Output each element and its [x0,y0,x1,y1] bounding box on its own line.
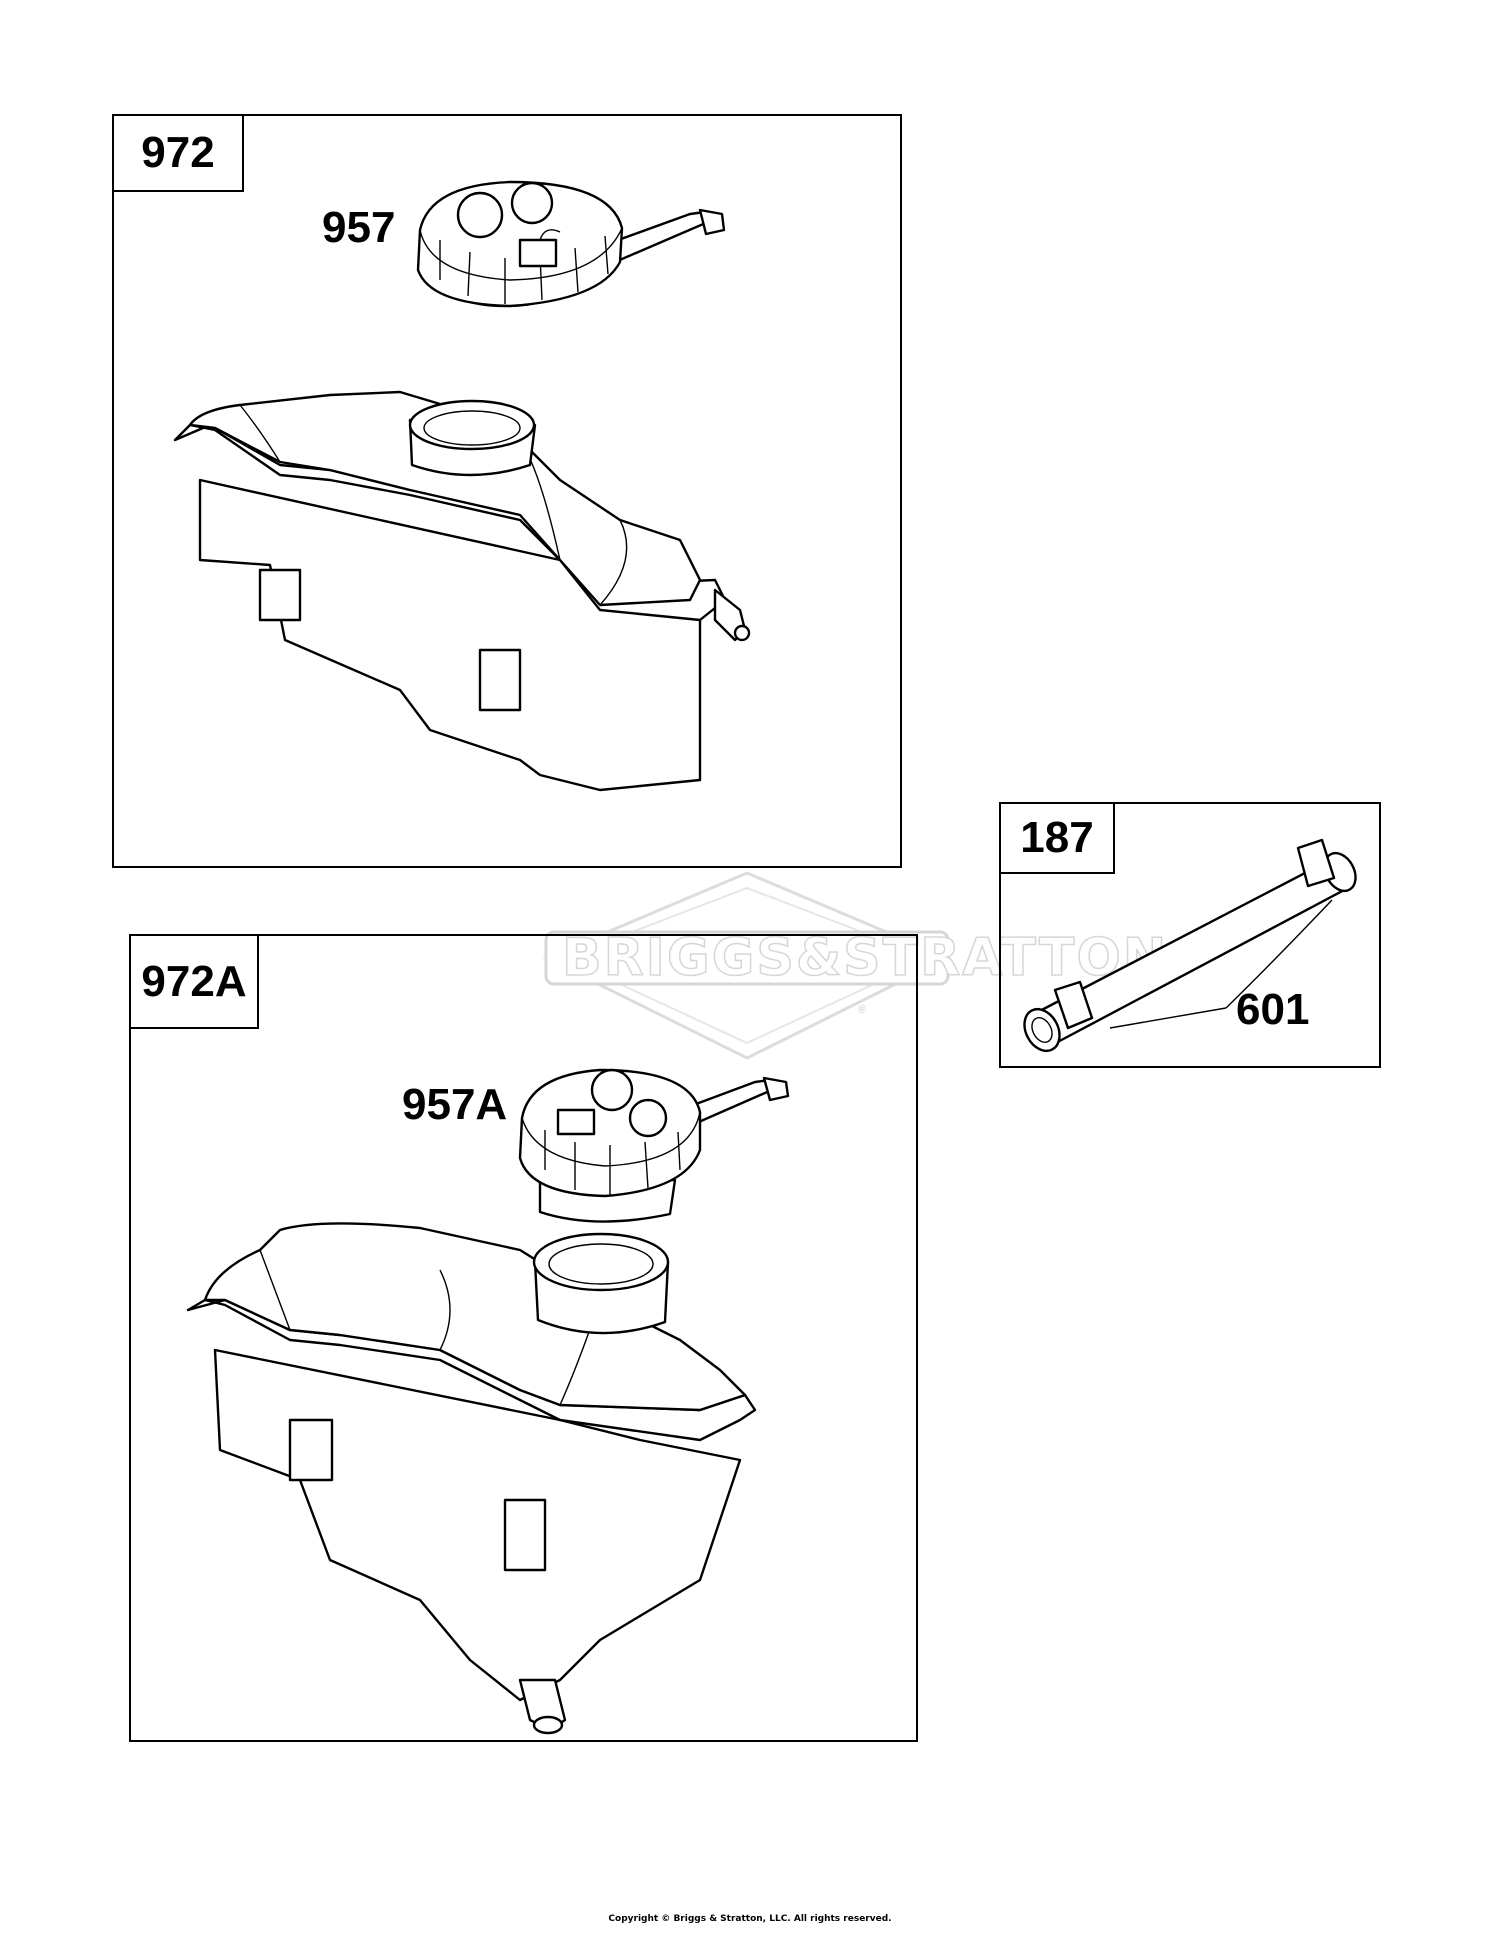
callout-957a: 957A [402,1080,508,1129]
panel-972: 972 [112,114,902,868]
watermark-text: BRIGGS&STRATTON [561,927,1169,989]
panel-187: 187 [999,802,1381,1068]
callout-957: 957 [322,203,396,252]
callout-601: 601 [1236,985,1310,1034]
panel-label-972: 972 [114,116,244,192]
panel-label-187: 187 [1001,804,1115,874]
panel-972a: 972A [129,934,918,1742]
panel-label-972a: 972A [131,936,259,1029]
watermark-registered: ® [858,1004,867,1016]
copyright-footer: Copyright © Briggs & Stratton, LLC. All … [608,1914,892,1924]
